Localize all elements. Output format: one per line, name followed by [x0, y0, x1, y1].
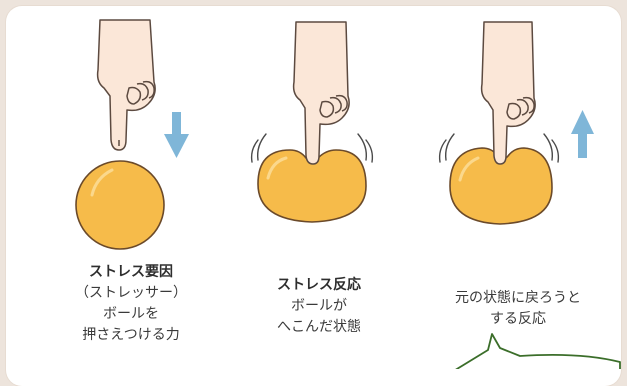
pressing-hand-icon [292, 21, 350, 165]
caption-line: する反応 [490, 311, 546, 327]
speech-bubble-outline [455, 333, 621, 369]
caption-line: へこんだ状態 [277, 319, 361, 335]
caption-line: 押さえつける力 [82, 327, 180, 343]
caption-line: ボールが [291, 298, 347, 314]
recovering-ball [449, 147, 553, 225]
caption-line: （ストレッサー） [75, 285, 187, 301]
caption-title: ストレス反応 [277, 277, 361, 293]
pressure-lines-icon [250, 133, 374, 163]
releasing-hand-icon [480, 21, 536, 165]
illustration-canvas [75, 19, 621, 369]
caption-line: 元の状態に戻ろうと [455, 290, 581, 306]
caption-line: ボールを [103, 306, 159, 322]
panel-3-illustration [438, 21, 594, 225]
panel-1-illustration [75, 19, 189, 250]
squashed-ball [257, 149, 367, 223]
caption-recovery: 元の状態に戻ろうと する反応 [428, 288, 608, 330]
caption-stress-response: ストレス反応 ボールが へこんだ状態 [244, 275, 394, 338]
caption-stressor: ストレス要因 （ストレッサー） ボールを 押さえつける力 [56, 262, 206, 346]
pressure-lines-icon [438, 133, 560, 163]
pointing-hand-icon [96, 19, 156, 151]
up-arrow-icon [571, 110, 594, 158]
caption-title: ストレス要因 [89, 264, 173, 280]
down-arrow-icon [164, 112, 189, 158]
round-ball [75, 160, 165, 250]
panel-2-illustration [250, 21, 374, 223]
